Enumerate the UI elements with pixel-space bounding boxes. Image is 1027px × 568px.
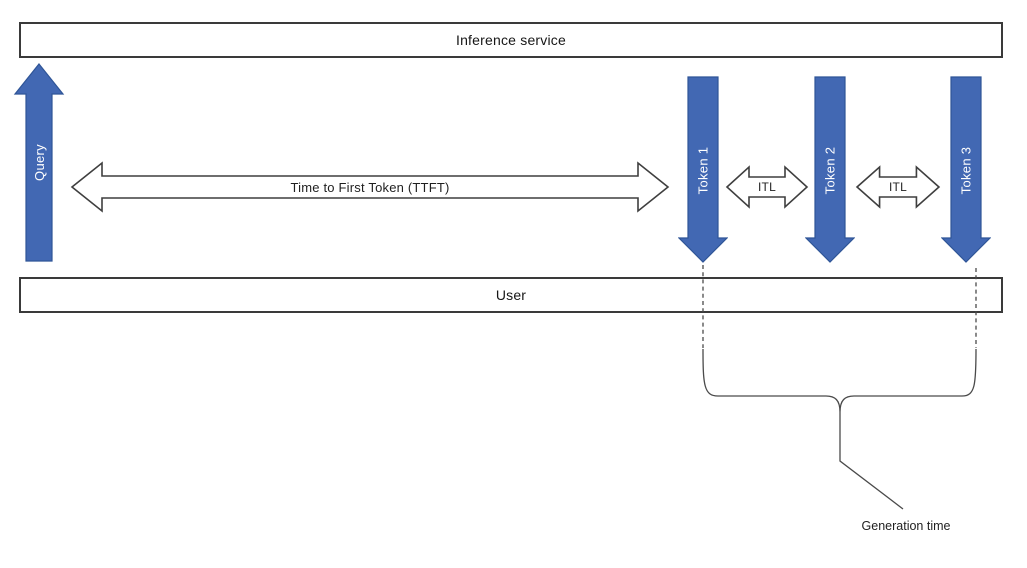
inference-service-label: Inference service (455, 32, 566, 48)
user-label: User (495, 287, 527, 303)
user-bar: User (19, 277, 1003, 313)
generation-leader-line (839, 412, 904, 510)
itl-arrow-1-icon (725, 165, 809, 209)
token-3-arrow-icon (941, 76, 991, 263)
inference-service-bar: Inference service (19, 22, 1003, 58)
ttft-arrow-icon (70, 161, 670, 213)
token-1-arrow-icon (678, 76, 728, 263)
itl-arrow-2-icon (855, 165, 941, 209)
query-arrow-icon (13, 63, 65, 262)
generation-time-label: Generation time (861, 519, 951, 533)
generation-brace (702, 348, 977, 413)
token-2-arrow-icon (805, 76, 855, 263)
